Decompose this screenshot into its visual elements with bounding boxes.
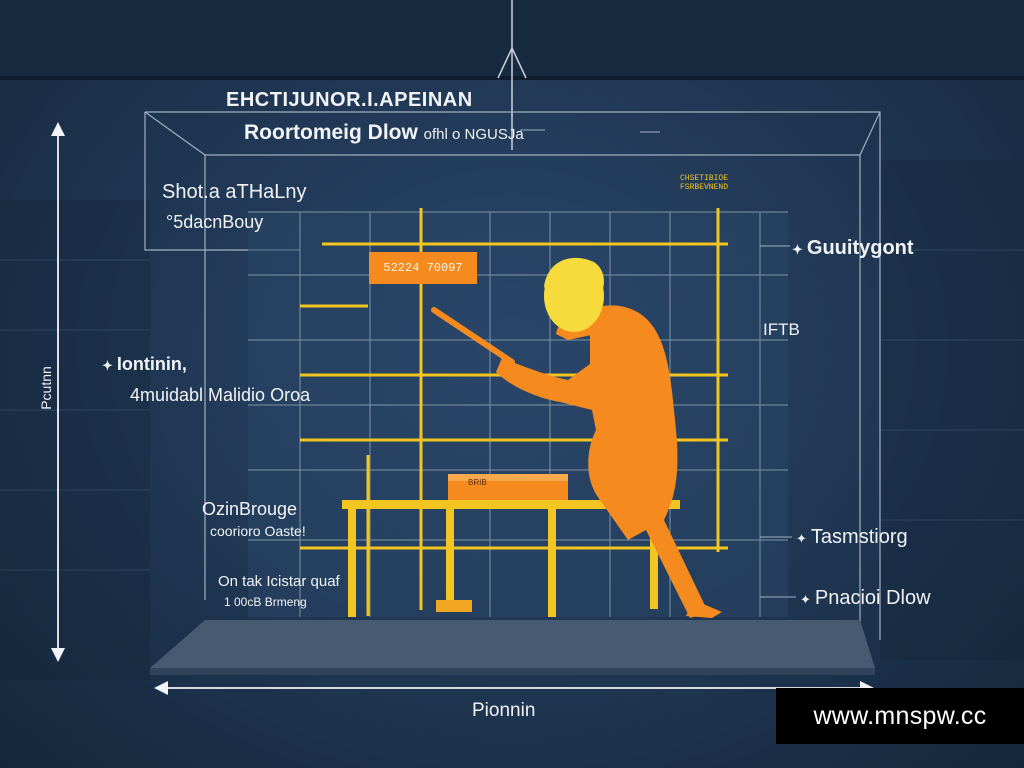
- background-shelves-right: [880, 160, 1024, 660]
- vertical-double-arrow: [51, 122, 65, 662]
- left-mid-label-2: 4muidabl Malidio Oroa: [130, 385, 311, 405]
- right-low-label-2: ✦Pnacioi Dlow: [800, 588, 931, 608]
- small-yellow-tag-line-1: CHSETIBIOE: [680, 174, 729, 183]
- bullet-icon: ✦: [792, 242, 803, 257]
- small-yellow-tag: CHSETIBIOE FSRBEVNEND: [680, 174, 728, 192]
- left-low-label-1: OzinBrouge: [202, 499, 298, 519]
- box-on-table: [448, 474, 568, 500]
- left-top-label-2: °5dacnBouy: [166, 212, 264, 232]
- background-shelves-left: [0, 200, 150, 680]
- horizontal-double-arrow: [154, 681, 874, 695]
- bottom-axis-label: Pionnin: [472, 700, 536, 721]
- floor: [150, 620, 875, 668]
- right-top-label-text: Guuitygont: [806, 237, 914, 259]
- person-figure: [496, 257, 722, 618]
- vertical-axis-label: Pcutnn: [38, 366, 54, 410]
- small-yellow-tag-line-2: FSRBEVNEND: [680, 183, 729, 193]
- back-wall-panel: [248, 212, 788, 617]
- left-low-label-2: coorioro Oaste!: [210, 523, 306, 539]
- left-mid-label-1: ✦Iontinin,: [102, 355, 187, 373]
- box-label: BRIB: [468, 478, 487, 487]
- left-top-label-1: Shot.a aTHaLny: [162, 181, 307, 203]
- right-low-label-1-text: Tasmstiorg: [810, 526, 908, 548]
- right-mid-label: IFTB: [763, 320, 800, 339]
- floor-edge: [150, 668, 875, 675]
- title-line-2-small: ofhl o NGUSJa: [423, 126, 524, 143]
- title-line-1: EHCTIJUNOR.I.APEINAN: [226, 89, 473, 111]
- left-mid-label-1-text: Iontinin,: [116, 354, 187, 374]
- watermark: www.mnspw.cc: [776, 688, 1024, 744]
- top-hanger: [497, 46, 527, 79]
- bullet-icon: ✦: [102, 358, 113, 373]
- right-top-label: ✦Guuitygont: [792, 238, 914, 258]
- title-line-2: Roortomeig Dlow ofhl o NGUSJa: [244, 122, 524, 143]
- right-low-label-1: ✦Tasmstiorg: [796, 527, 908, 547]
- bullet-icon: ✦: [796, 531, 807, 546]
- wireframe-box: [144, 111, 881, 655]
- left-bottom-label-2: 1 00cB Brmeng: [224, 595, 307, 609]
- title-line-2-main: Roortomeig Dlow: [244, 121, 418, 144]
- bullet-icon: ✦: [800, 592, 811, 607]
- left-bottom-label-1: On tak Icistar quaf: [218, 573, 340, 590]
- table: [342, 500, 680, 617]
- pointer-stick: [431, 307, 515, 365]
- leader-lines: [520, 129, 796, 598]
- number-box: 52224 70097: [369, 252, 477, 284]
- right-low-label-2-text: Pnacioi Dlow: [814, 587, 931, 609]
